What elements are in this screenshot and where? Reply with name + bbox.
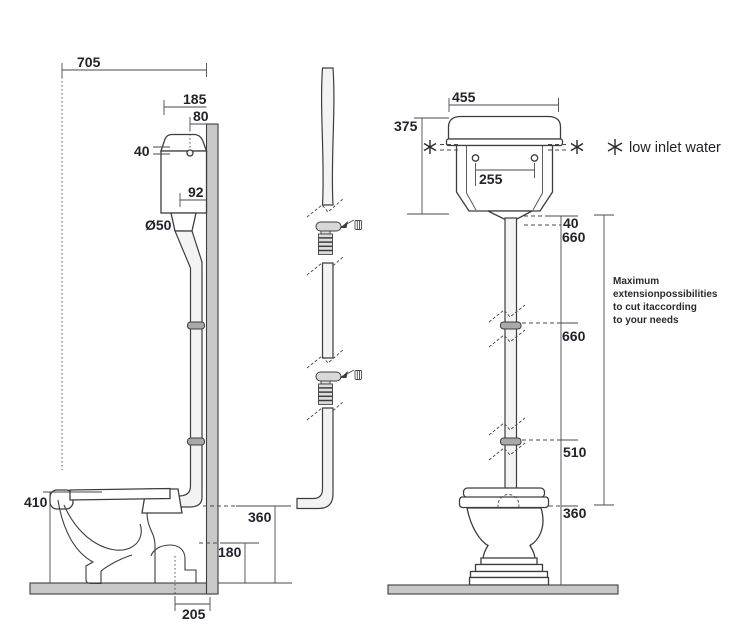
base-plinth	[468, 576, 550, 586]
dim-660b-label: 660	[562, 328, 586, 344]
rim	[458, 496, 550, 509]
pipe-front	[504, 217, 518, 491]
cistern-panel-line	[532, 145, 543, 211]
note-line-2: extensionpossibilities	[613, 289, 718, 300]
legend-asterisk-icon	[607, 139, 623, 155]
dim-205: 205	[174, 597, 211, 622]
dim-375: 375	[394, 117, 449, 215]
pipe-connector-band	[187, 321, 205, 330]
bowl-outline	[57, 499, 133, 585]
seat	[69, 487, 171, 501]
dim-255-label: 255	[479, 171, 503, 187]
low-inlet-asterisk-icon	[570, 140, 584, 154]
dim-chain: 40 660 660 510 360	[522, 215, 587, 585]
cistern-body-side	[160, 150, 208, 214]
dim-410: 410	[24, 491, 102, 583]
base-band	[480, 557, 538, 566]
dim-dia50-label: Ø50	[145, 217, 172, 233]
dim-185: 185	[163, 91, 207, 115]
dim-180: 180	[199, 542, 259, 583]
cistern-lid-side	[160, 133, 208, 152]
extension-note: Maximum extensionpossibilities to cut it…	[613, 276, 718, 326]
dim-92-label: 92	[188, 184, 204, 200]
dim-705-label: 705	[77, 54, 101, 70]
dim-205-label: 205	[182, 606, 206, 622]
pipe-segment-3-elbow	[296, 407, 334, 510]
pipe-connector-2	[315, 369, 362, 405]
pipe-connector-1	[315, 219, 362, 255]
leader-arrowhead	[340, 221, 348, 228]
dim-92: 92	[179, 184, 207, 207]
toilet-side	[49, 487, 197, 609]
dim-40-side: 40	[134, 143, 170, 159]
pipe-detail-view	[296, 67, 362, 510]
mounting-hole	[530, 154, 539, 162]
leader-arrowhead	[340, 371, 348, 378]
legend-label: low inlet water	[629, 140, 721, 156]
dim-80-label: 80	[193, 108, 209, 124]
dim-255: 255	[475, 163, 535, 187]
pipe-connector-band	[500, 321, 522, 330]
pipe-connector-band	[500, 437, 522, 446]
dim-360-side-label: 360	[248, 509, 272, 525]
dim-360-front-label: 360	[563, 505, 587, 521]
extension-range-bracket	[594, 214, 614, 506]
note-line-4: to your needs	[613, 315, 679, 326]
fitting-icon	[354, 220, 362, 230]
pipe-segment-1	[320, 67, 335, 206]
pipe-segment-2	[321, 262, 334, 359]
seat-top	[462, 487, 546, 499]
note-line-3: to cut itaccording	[613, 302, 697, 313]
base-band	[474, 563, 544, 573]
dim-510-label: 510	[563, 444, 587, 460]
dim-80: 80	[189, 108, 209, 149]
dim-180-label: 180	[218, 544, 242, 560]
dim-705: 705	[61, 54, 207, 470]
dim-455: 455	[448, 89, 559, 112]
pipe-connector-band	[187, 437, 205, 446]
low-inlet-asterisk-icon	[423, 140, 437, 154]
dim-40-side-label: 40	[134, 143, 150, 159]
dim-660a-label: 660	[562, 229, 586, 245]
toilet-front	[458, 487, 550, 586]
dim-375-label: 375	[394, 118, 418, 134]
flush-pipe-front	[488, 217, 526, 491]
cistern-lid-rim	[445, 138, 564, 147]
front-view: 455 375	[387, 89, 619, 595]
dim-40-front-label: 40	[563, 215, 579, 231]
floor-right	[387, 584, 619, 595]
fitting-icon	[354, 370, 362, 380]
cistern-lid	[447, 115, 562, 140]
wall	[205, 123, 219, 595]
dim-360-side: 360	[203, 505, 291, 583]
dim-185-label: 185	[183, 91, 207, 107]
bowl-pedestal	[466, 507, 544, 561]
flush-pipe-side: Ø50	[145, 217, 205, 508]
legend: low inlet water	[607, 139, 721, 156]
floor-left	[29, 582, 219, 595]
cistern-body	[455, 144, 554, 212]
base-band	[469, 570, 549, 579]
side-view: 705 185 80 40	[24, 54, 292, 622]
bowl-inner-curve	[63, 504, 142, 551]
mounting-hole	[471, 154, 480, 162]
dim-455-label: 455	[452, 89, 476, 105]
inlet-hole-side	[186, 149, 194, 157]
cistern-outlet	[170, 212, 197, 232]
trap-outlet	[150, 544, 197, 584]
cistern-front	[423, 115, 584, 220]
cistern-panel-line	[466, 145, 477, 211]
note-line-1: Maximum	[613, 276, 659, 287]
trap-rear	[146, 512, 156, 584]
dim-410-label: 410	[24, 494, 48, 510]
